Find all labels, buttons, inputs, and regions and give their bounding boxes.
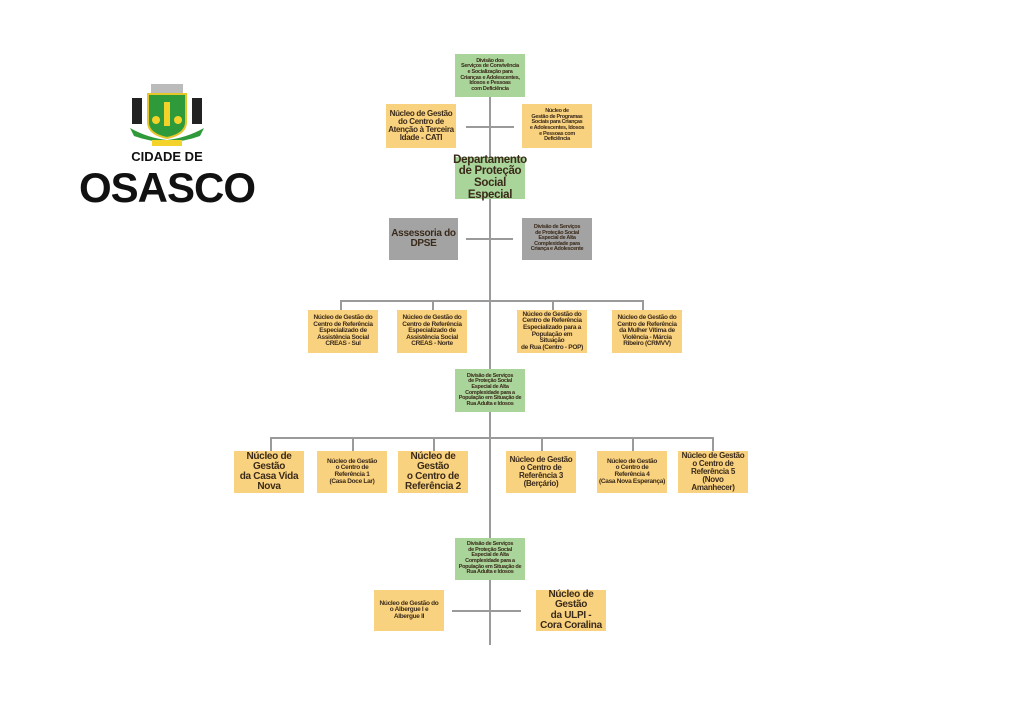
albergue-node: Núcleo de Gestão do o Albergue I e Alber… <box>374 590 444 631</box>
connector-tick <box>340 300 342 310</box>
referencia-3-node: Núcleo de Gestão o Centro de Referência … <box>506 451 576 493</box>
connector-tick <box>433 437 435 451</box>
connector-tick <box>712 437 714 451</box>
referencia-1-node: Núcleo de Gestão o Centro de Referência … <box>317 451 387 493</box>
connector-bottom-horizontal <box>452 610 521 612</box>
city-name: OSASCO <box>78 164 256 211</box>
connector-level5-bar <box>270 437 713 439</box>
connector-tick <box>541 437 543 451</box>
division-crianca-node: Divisão de Serviços de Proteção Social E… <box>522 218 592 260</box>
referencia-4-node: Núcleo de Gestão o Centro de Referência … <box>597 451 667 493</box>
creas-norte-node: Núcleo de Gestão do Centro de Referência… <box>397 310 467 353</box>
centro-pop-node: Núcleo de Gestão do Centro de Referência… <box>517 310 587 353</box>
casa-vida-nova-node: Núcleo de Gestão da Casa Vida Nova <box>234 451 304 493</box>
coat-of-arms-icon <box>130 84 204 146</box>
programas-sociais-node: Núcleo de Gestão de Programas Sociais pa… <box>522 104 592 148</box>
connector-tick <box>552 300 554 310</box>
referencia-5-node: Núcleo de Gestão o Centro de Referência … <box>678 451 748 493</box>
crmvv-node: Núcleo de Gestão do Centro de Referência… <box>612 310 682 353</box>
division-convivencia-node: Divisão dos Serviços de Convivência e So… <box>455 54 525 97</box>
connector-tick <box>642 300 644 310</box>
department-node: Departamento de Proteção Social Especial <box>453 153 527 201</box>
division-rua-node: Divisão de Serviços de Proteção Social E… <box>455 369 525 412</box>
ulpi-node: Núcleo de Gestão da ULPI - Cora Coralina <box>536 590 606 631</box>
division-rua-2-node: Divisão de Serviços de Proteção Social E… <box>455 538 525 580</box>
connector-top-horizontal <box>466 126 514 128</box>
city-prefix: CIDADE DE <box>131 149 203 164</box>
osasco-logo: CIDADE DE OSASCO <box>62 84 272 212</box>
connector-tick <box>270 437 272 451</box>
connector-tick <box>352 437 354 451</box>
connector-advisory-horizontal <box>466 238 513 240</box>
connector-tick <box>632 437 634 451</box>
connector-tick <box>432 300 434 310</box>
assessoria-node: Assessoria do DPSE <box>389 218 458 260</box>
creas-sul-node: Núcleo de Gestão do Centro de Referência… <box>308 310 378 353</box>
referencia-2-node: Núcleo de Gestão o Centro de Referência … <box>398 451 468 493</box>
cati-node: Núcleo de Gestão do Centro de Atenção à … <box>386 104 456 148</box>
connector-level3-bar <box>340 300 643 302</box>
